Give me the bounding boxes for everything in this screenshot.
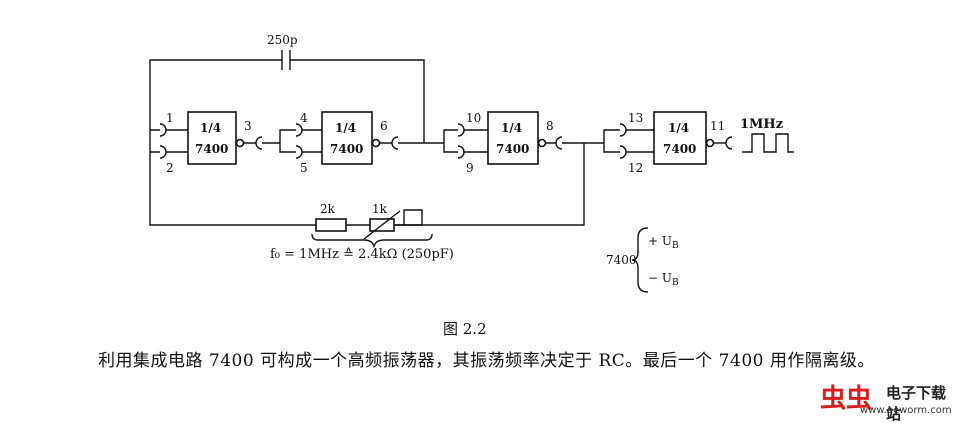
- gate2-input-leads: [302, 129, 322, 153]
- watermark-url: www.eeworm.com: [860, 405, 952, 416]
- output-connector: [725, 136, 733, 150]
- pin-10: 10: [466, 111, 481, 125]
- pin-9: 9: [466, 161, 474, 175]
- gate4-output-bubble: [705, 138, 715, 148]
- gate4-fraction: 1/4: [668, 121, 689, 135]
- gate1-input-wires: [150, 129, 160, 153]
- supply-brace: [631, 227, 649, 293]
- pin-1: 1: [166, 111, 174, 125]
- pin8-connector: [555, 136, 563, 150]
- gate3-box: [487, 111, 539, 165]
- gate3-output-bubble: [537, 138, 547, 148]
- gate4-box: [653, 111, 707, 165]
- description-paragraph: 利用集成电路 7400 可构成一个高频振荡器，其振荡频率决定于 RC。最后一个 …: [98, 351, 875, 371]
- pin-8: 8: [546, 119, 554, 133]
- gate3-chip: 7400: [496, 142, 529, 156]
- gate1-input-connectors: [159, 123, 167, 159]
- pin-2: 2: [166, 161, 174, 175]
- resistor-1k-label: 1k: [372, 202, 388, 216]
- watermark: 虫虫 电子下载站 www.eeworm.com: [820, 378, 960, 423]
- pin3-connector: [255, 136, 263, 150]
- formula-brace: [311, 233, 433, 249]
- supply-minus-label: − UB: [648, 271, 679, 288]
- pin-11: 11: [710, 119, 725, 133]
- resistor-2k-label: 2k: [320, 202, 336, 216]
- gate1-output-bubble: [235, 138, 245, 148]
- capacitor-label: 250p: [267, 33, 298, 47]
- resistor-2k: [315, 218, 347, 232]
- gate3-input-leads: [464, 129, 488, 153]
- resistor-feedback-wire: [149, 143, 585, 226]
- pin6-connector: [391, 136, 399, 150]
- gate2-to-gate3-wire: [380, 129, 458, 153]
- gate1-chip: 7400: [195, 142, 228, 156]
- potentiometer-arrow: [363, 210, 401, 240]
- gate2-chip: 7400: [330, 142, 363, 156]
- gate2-input-connectors: [295, 123, 303, 159]
- gate4-chip: 7400: [663, 142, 696, 156]
- pin-13: 13: [628, 111, 643, 125]
- gate3-fraction: 1/4: [501, 121, 522, 135]
- supply-plus-label: + UB: [648, 234, 679, 251]
- gate3-input-connectors: [457, 123, 465, 159]
- gate1-to-gate2-wire: [244, 129, 296, 153]
- gate2-output-bubble: [371, 138, 381, 148]
- pin-6: 6: [380, 119, 388, 133]
- gate4-input-connectors: [619, 123, 627, 159]
- supply-chip-label: 7400: [606, 253, 637, 267]
- gate2-fraction: 1/4: [335, 121, 356, 135]
- square-wave-output: [742, 133, 794, 153]
- gate1-fraction: 1/4: [200, 121, 221, 135]
- output-frequency-label: 1MHz: [740, 117, 783, 132]
- gate2-box: [321, 111, 373, 165]
- gate4-input-leads: [626, 129, 654, 153]
- capacitor-feedback-wire: [149, 59, 425, 152]
- formula-label: f₀ = 1MHz ≙ 2.4kΩ (250pF): [270, 247, 454, 262]
- potentiometer-wiper: [394, 209, 423, 226]
- pin-4: 4: [300, 111, 308, 125]
- watermark-logo: 虫虫: [820, 384, 873, 414]
- gate1-box: [187, 111, 237, 165]
- pin-3: 3: [244, 119, 252, 133]
- pin-5: 5: [300, 161, 308, 175]
- gate1-input-leads: [166, 129, 188, 153]
- gate3-to-gate4-wire: [546, 129, 620, 153]
- figure-caption: 图 2.2: [443, 320, 487, 338]
- pin-12: 12: [628, 161, 643, 175]
